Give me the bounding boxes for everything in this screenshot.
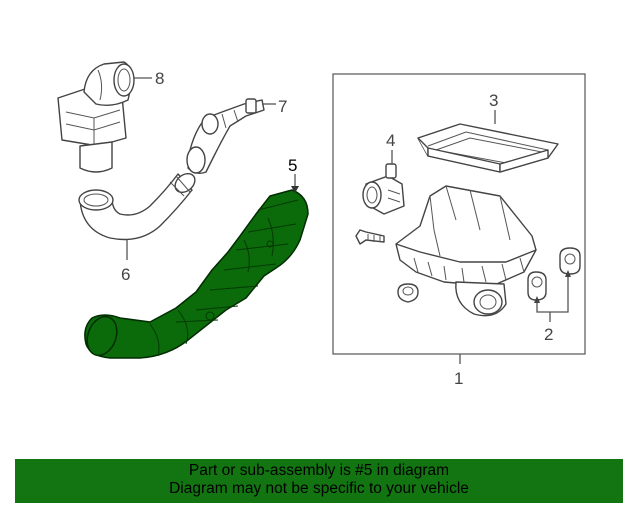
info-banner: Part or sub-assembly is #5 in diagram Di… [15, 459, 623, 503]
part-8-mass-air-flow-housing[interactable] [57, 61, 135, 173]
part-1-air-cleaner-assembly[interactable] [355, 185, 537, 317]
callout-7: 7 [278, 97, 287, 116]
assembly-box [332, 73, 586, 355]
part-7-vent-hose[interactable] [186, 98, 265, 175]
leader-2-arrow-right [565, 270, 571, 277]
part-4-mass-air-flow-sensor[interactable] [362, 163, 405, 215]
part-3-air-filter[interactable] [417, 123, 559, 173]
leader-2 [536, 274, 569, 322]
callout-4: 4 [386, 131, 395, 150]
leader-2-arrow-left [534, 296, 540, 303]
callout-8: 8 [155, 69, 164, 88]
part-5-air-intake-duct[interactable] [82, 189, 309, 360]
part-6-intake-duct[interactable] [78, 170, 199, 241]
callout-5: 5 [288, 156, 297, 175]
leader-5-arrow [291, 186, 299, 193]
callout-6: 6 [121, 265, 130, 284]
banner-line-2: Diagram may not be specific to your vehi… [169, 480, 469, 497]
callout-1: 1 [454, 369, 463, 388]
part-2-insulators[interactable] [527, 247, 581, 301]
callout-2: 2 [544, 325, 553, 344]
banner-line-1: Part or sub-assembly is #5 in diagram [188, 462, 450, 479]
callout-3: 3 [489, 91, 498, 110]
